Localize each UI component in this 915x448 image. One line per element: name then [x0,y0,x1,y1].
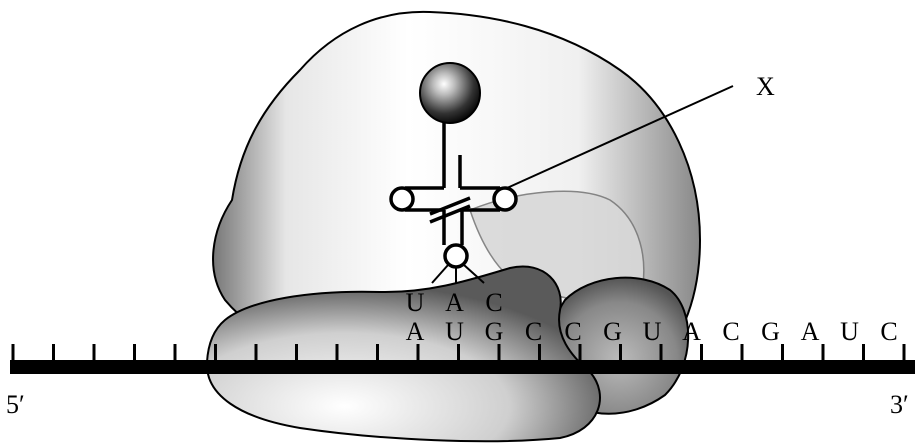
mrna-base: A [682,317,701,346]
anticodon-base: C [485,288,502,317]
mrna-strand [10,360,915,374]
label-x: X [756,72,775,101]
anticodon-base: U [406,288,425,317]
mrna-base: U [445,317,464,346]
label-3-prime: 3′ [890,390,909,419]
mrna-base: C [525,317,542,346]
mrna-base: G [761,317,780,346]
mrna-base: C [564,317,581,346]
mrna-ticks [13,344,904,362]
mrna-base: A [801,317,820,346]
mrna-base: G [485,317,504,346]
mrna-base: U [643,317,662,346]
mrna-base: C [880,317,897,346]
trna-left-loop [391,188,413,210]
label-5-prime: 5′ [6,390,25,419]
anticodon-base: A [445,288,464,317]
mrna-base: A [406,317,425,346]
mrna-base: G [603,317,622,346]
amino-acid [420,63,480,123]
mrna-base: C [722,317,739,346]
trna-anticodon-loop [445,245,467,267]
mrna-base: U [840,317,859,346]
trna-right-loop [494,188,516,210]
